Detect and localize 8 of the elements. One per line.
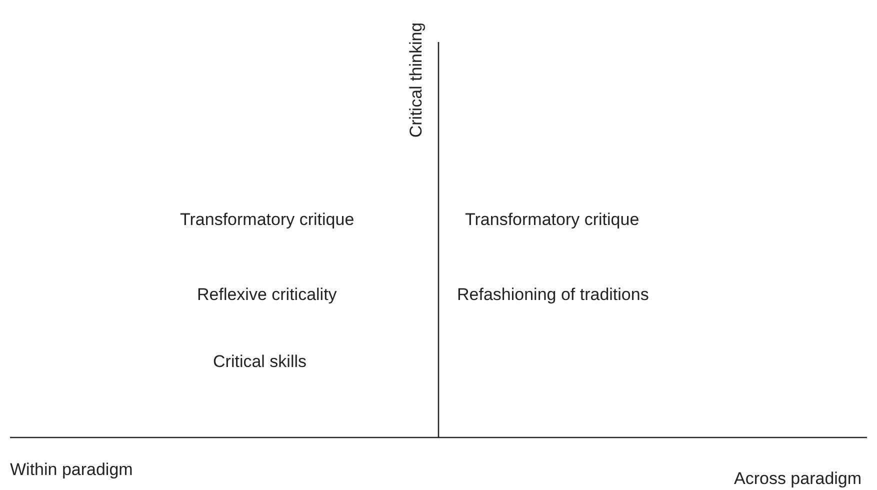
quadrant-label: Transformatory critique: [180, 210, 354, 230]
axis-end-label: Across paradigm: [734, 469, 862, 489]
axis-end-label: Within paradigm: [10, 460, 133, 480]
quadrant-label: Transformatory critique: [465, 210, 640, 230]
axis-label: Critical thinking: [406, 22, 426, 138]
quadrant-label: Critical skills: [213, 352, 306, 372]
quadrant-label: Refashioning of traditions: [457, 285, 649, 305]
quadrant-label: Reflexive criticality: [197, 285, 337, 305]
